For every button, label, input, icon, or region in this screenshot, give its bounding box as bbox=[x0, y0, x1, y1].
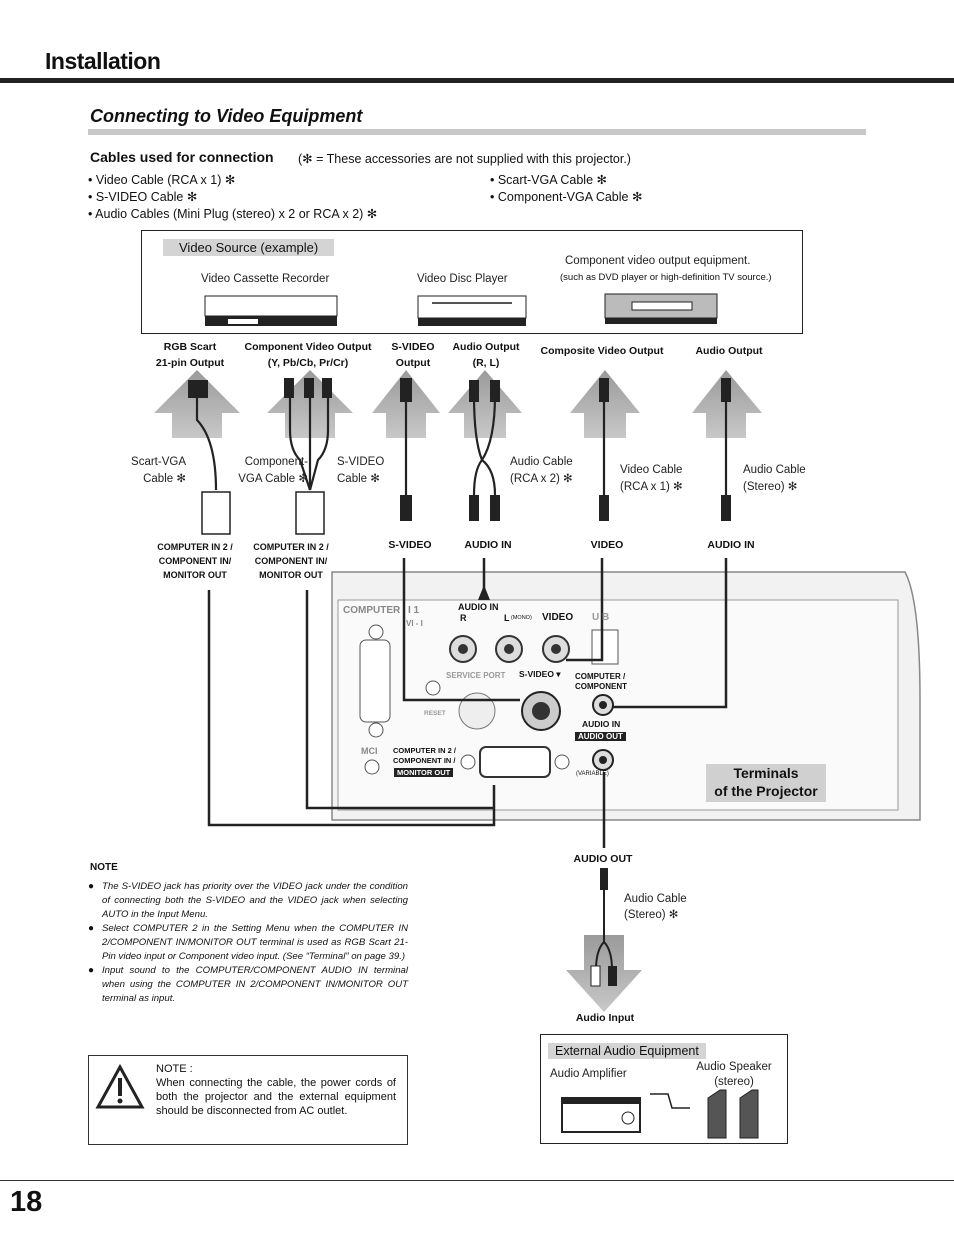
projector-body bbox=[331, 571, 921, 821]
cables-title: Cables used for connection bbox=[90, 149, 274, 165]
note-title: NOTE bbox=[90, 862, 118, 873]
panel-variable: (VARIABLE) bbox=[576, 771, 609, 777]
comp-in-label-2: COMPUTER IN 2 /COMPONENT IN/MONITOR OUT bbox=[253, 542, 329, 580]
panel-svideo: S-VIDEO ▾ bbox=[519, 669, 561, 679]
external-audio-box: External Audio Equipment Audio Amplifier… bbox=[540, 1034, 788, 1144]
panel-monitor-out: MONITOR OUT bbox=[394, 768, 454, 777]
panel-mci: MCI bbox=[361, 746, 378, 756]
video-source-label: Video Source (example) bbox=[163, 239, 335, 256]
vcr-label: Video Cassette Recorder bbox=[201, 273, 330, 285]
comp-in-label-1: COMPUTER IN 2 /COMPONENT IN/MONITOR OUT bbox=[157, 542, 233, 580]
speaker-label: Audio Speaker(stereo) bbox=[696, 1061, 772, 1088]
page-number: 18 bbox=[10, 1186, 43, 1218]
cable-item: • S-VIDEO Cable ✻ bbox=[88, 190, 198, 204]
audio-stereo-cable-label: Audio Cable(Stereo) ✻ bbox=[743, 464, 806, 493]
panel-mono: (MONO) bbox=[511, 615, 532, 621]
warning-text: NOTE : When connecting the cable, the po… bbox=[156, 1063, 396, 1117]
audio-out-label: AUDIO OUT bbox=[573, 853, 633, 865]
panel-reset: RESET bbox=[424, 710, 446, 717]
panel-dvi: VI - I bbox=[406, 619, 423, 628]
audio-in-label: AUDIO IN bbox=[464, 539, 512, 551]
panel-in1: I 1 bbox=[408, 605, 420, 616]
panel-audio-out: AUDIO OUT bbox=[575, 732, 626, 741]
panel-computer: COMPUTER bbox=[343, 605, 401, 616]
component-equip-sub: (such as DVD player or high-definition T… bbox=[560, 272, 772, 283]
external-audio-label: External Audio Equipment bbox=[548, 1043, 706, 1059]
note-item: Select COMPUTER 2 in the Setting Menu wh… bbox=[88, 922, 408, 964]
cable-item: • Component-VGA Cable ✻ bbox=[490, 190, 643, 204]
speaker-icon bbox=[707, 1089, 759, 1139]
panel-service: SERVICE PORT bbox=[446, 671, 506, 680]
subtitle-bar bbox=[88, 129, 866, 135]
panel-comp-in2: COMPUTER IN 2 /COMPONENT IN / bbox=[393, 746, 456, 765]
warning-box: NOTE : When connecting the cable, the po… bbox=[88, 1055, 408, 1145]
cable-item: • Video Cable (RCA x 1) ✻ bbox=[88, 173, 236, 187]
video-source-box: Video Source (example) bbox=[141, 230, 803, 334]
cables-note: (✻ = These accessories are not supplied … bbox=[298, 152, 631, 166]
audio-output-label: Audio Output bbox=[695, 345, 763, 357]
amplifier-label: Audio Amplifier bbox=[550, 1068, 627, 1080]
audio-stereo-cable-label-2: Audio Cable(Stereo) ✻ bbox=[624, 893, 687, 921]
panel-l: L bbox=[504, 613, 510, 623]
panel-usb: U B bbox=[592, 612, 610, 623]
section-title: Installation bbox=[45, 48, 161, 74]
svideo-in-label: S-VIDEO bbox=[388, 539, 432, 551]
audio-in-label-2: AUDIO IN bbox=[707, 539, 755, 551]
component-vga-cable-label: Component-VGA Cable ✻ bbox=[238, 456, 308, 485]
composite-out-label: Composite Video Output bbox=[540, 345, 664, 357]
component-out-label: Component Video Output(Y, Pb/Cb, Pr/Cr) bbox=[244, 341, 372, 369]
note-list: The S-VIDEO jack has priority over the V… bbox=[88, 880, 408, 1006]
video-cable-label: Video Cable(RCA x 1) ✻ bbox=[620, 464, 683, 493]
component-equip-label: Component video output equipment. bbox=[565, 255, 751, 267]
component-device bbox=[604, 293, 718, 324]
note-item: The S-VIDEO jack has priority over the V… bbox=[88, 880, 408, 922]
panel-video: VIDEO bbox=[542, 612, 574, 623]
amplifier-icon bbox=[561, 1097, 641, 1133]
audio-input-label: Audio Input bbox=[575, 1012, 635, 1024]
panel-comp-component: COMPUTER /COMPONENT bbox=[575, 672, 627, 691]
panel-audio-in-2: AUDIO IN bbox=[582, 719, 621, 729]
header-rule bbox=[0, 78, 954, 83]
panel-audio-in: AUDIO IN bbox=[458, 602, 499, 612]
video-disc-player bbox=[417, 295, 527, 326]
note-item: Input sound to the COMPUTER/COMPONENT AU… bbox=[88, 964, 408, 1006]
audio-out-rl-label: Audio Output(R, L) bbox=[452, 341, 520, 369]
footer-rule bbox=[0, 1180, 954, 1181]
vdp-label: Video Disc Player bbox=[417, 273, 508, 285]
cable-item: • Scart-VGA Cable ✻ bbox=[490, 173, 607, 187]
cable-item: • Audio Cables (Mini Plug (stereo) x 2 o… bbox=[88, 207, 378, 221]
panel-r: R bbox=[460, 613, 467, 623]
audio-rca-cable-label: Audio Cable(RCA x 2) ✻ bbox=[510, 456, 573, 485]
page-subtitle: Connecting to Video Equipment bbox=[90, 106, 363, 126]
vcr-device bbox=[204, 295, 338, 326]
video-in-label: VIDEO bbox=[590, 539, 624, 551]
